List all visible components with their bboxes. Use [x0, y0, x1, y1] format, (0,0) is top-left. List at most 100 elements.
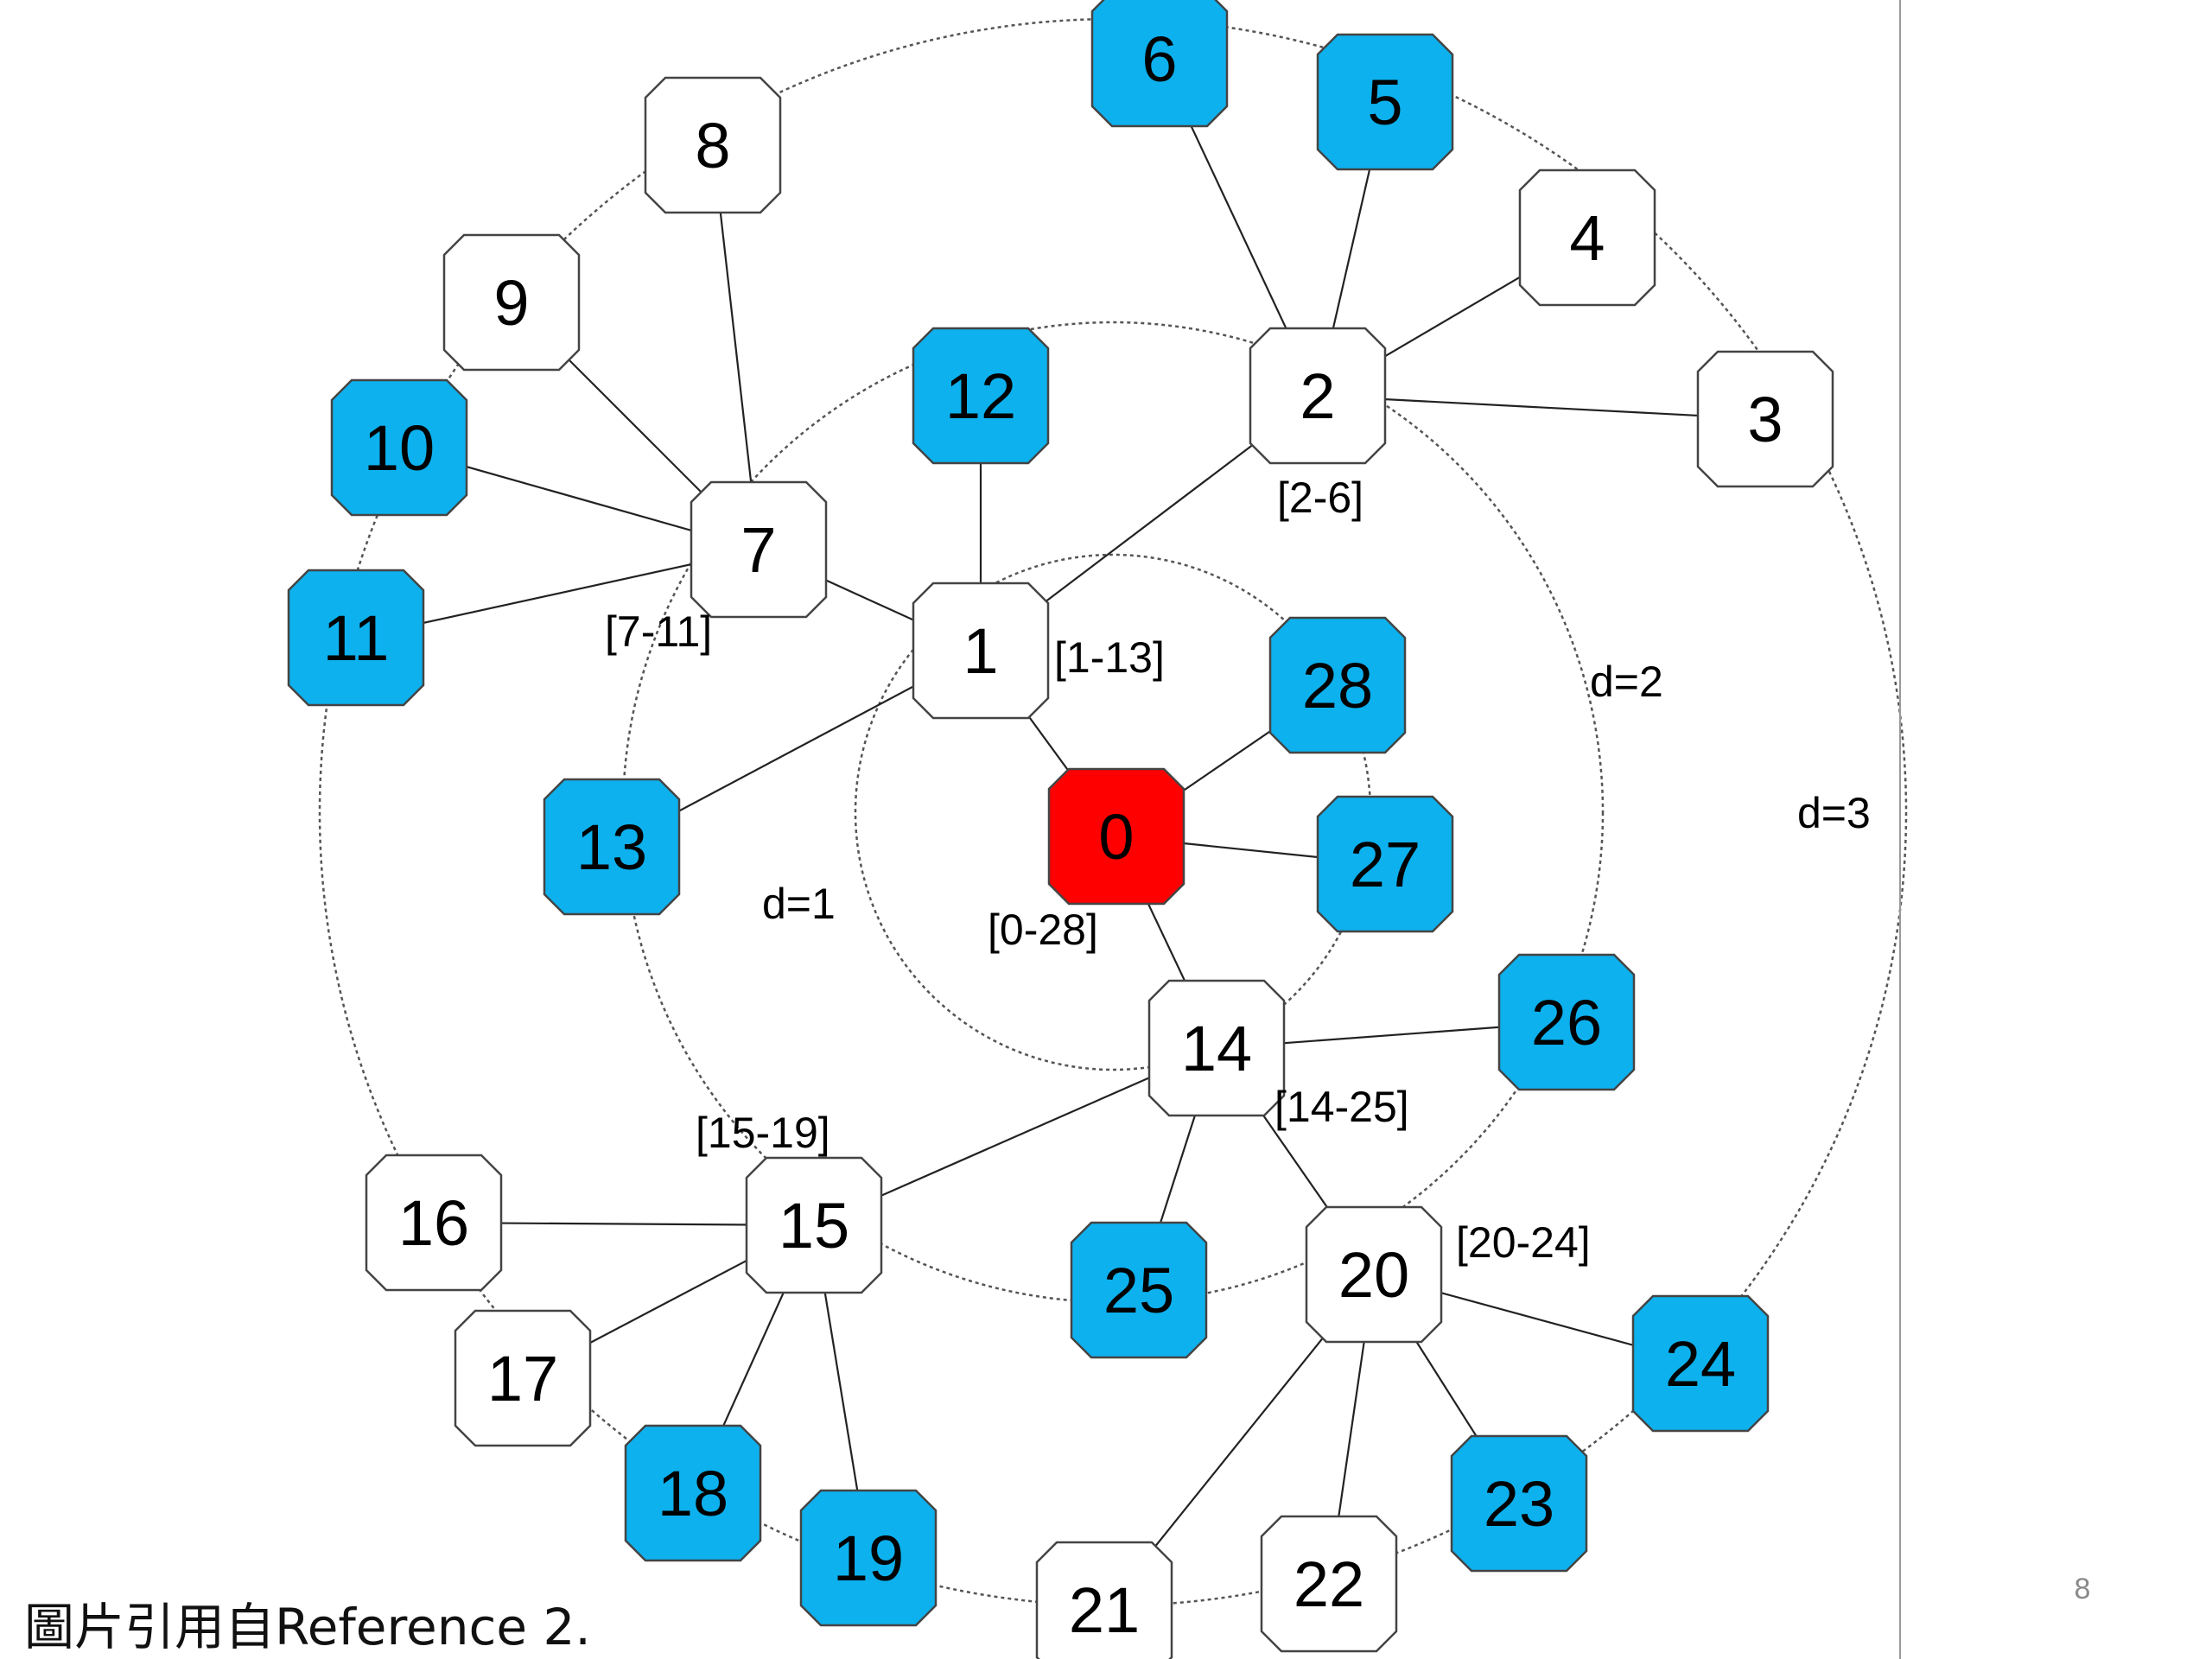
node-label: 6: [1141, 23, 1177, 95]
node-6: 6: [1090, 0, 1229, 128]
node-label: 14: [1181, 1013, 1252, 1084]
edge-2-3: [1317, 394, 1766, 421]
caption: 圖片引用自Reference 2.: [24, 1598, 591, 1656]
node-label: 12: [945, 360, 1016, 432]
node-label: 1: [963, 615, 998, 687]
node-20: 20: [1305, 1205, 1443, 1344]
node-8: 8: [644, 76, 782, 214]
node-14: 14: [1147, 979, 1286, 1117]
range-label-r2: [2-6]: [1277, 474, 1363, 522]
node-0: 0: [1047, 767, 1185, 906]
node-shape: [1305, 1205, 1443, 1344]
node-shape: [1070, 1221, 1208, 1359]
node-2: 2: [1249, 327, 1387, 465]
node-label: 7: [741, 514, 776, 586]
node-24: 24: [1631, 1294, 1770, 1433]
node-5: 5: [1316, 33, 1454, 171]
range-label-r20: [20-24]: [1456, 1218, 1591, 1267]
node-26: 26: [1497, 953, 1636, 1091]
node-shape: [1316, 795, 1454, 933]
node-11: 11: [287, 569, 425, 707]
node-shape: [1497, 953, 1636, 1091]
node-3: 3: [1696, 350, 1834, 488]
node-label: 3: [1747, 384, 1783, 455]
node-23: 23: [1450, 1434, 1588, 1573]
node-shape: [644, 76, 782, 214]
node-shape: [1047, 767, 1185, 906]
node-label: 9: [493, 267, 529, 339]
node-21: 21: [1035, 1541, 1173, 1659]
node-13: 13: [543, 778, 681, 916]
node-label: 23: [1484, 1468, 1554, 1540]
node-shape: [1090, 0, 1229, 128]
node-label: 10: [364, 412, 435, 484]
node-shape: [454, 1309, 592, 1447]
node-label: 15: [779, 1190, 849, 1262]
node-label: 27: [1350, 829, 1421, 900]
node-label: 24: [1665, 1328, 1736, 1400]
page-number: 8: [2074, 1573, 2091, 1605]
node-shape: [624, 1424, 762, 1562]
node-shape: [1147, 979, 1286, 1117]
node-18: 18: [624, 1424, 762, 1562]
node-shape: [330, 378, 468, 517]
ring-label-d2: d=2: [1590, 658, 1663, 706]
node-27: 27: [1316, 795, 1454, 933]
node-label: 19: [833, 1522, 904, 1594]
node-shape: [1316, 33, 1454, 171]
node-label: 21: [1069, 1574, 1140, 1646]
node-shape: [1268, 616, 1407, 754]
node-16: 16: [365, 1154, 503, 1292]
node-shape: [543, 778, 681, 916]
node-shape: [1260, 1515, 1398, 1653]
node-17: 17: [454, 1309, 592, 1447]
node-4: 4: [1518, 168, 1656, 307]
ring-label-d1: d=1: [762, 880, 836, 928]
range-label-r0: [0-28]: [988, 906, 1098, 954]
node-shape: [690, 480, 828, 619]
node-1: 1: [912, 582, 1050, 720]
node-19: 19: [799, 1489, 938, 1627]
node-22: 22: [1260, 1515, 1398, 1653]
node-label: 26: [1531, 987, 1602, 1058]
node-10: 10: [330, 378, 468, 517]
node-label: 22: [1294, 1548, 1364, 1620]
node-shape: [1696, 350, 1834, 488]
node-shape: [365, 1154, 503, 1292]
ring-label-d3: d=3: [1797, 789, 1871, 837]
node-15: 15: [745, 1156, 883, 1294]
node-shape: [1035, 1541, 1173, 1659]
node-label: 5: [1367, 67, 1402, 138]
range-label-r1: [1-13]: [1054, 633, 1165, 682]
node-label: 20: [1338, 1239, 1409, 1311]
node-12: 12: [912, 327, 1050, 465]
node-28: 28: [1268, 616, 1407, 754]
node-25: 25: [1070, 1221, 1208, 1359]
vertical-divider: [1899, 0, 1901, 1659]
node-label: 13: [576, 811, 647, 883]
node-label: 18: [658, 1458, 728, 1529]
node-7: 7: [690, 480, 828, 619]
node-shape: [799, 1489, 938, 1627]
node-shape: [745, 1156, 883, 1294]
node-label: 16: [398, 1187, 469, 1259]
node-shape: [1518, 168, 1656, 307]
node-label: 17: [487, 1343, 558, 1414]
range-label-r14: [14-25]: [1274, 1083, 1409, 1131]
node-shape: [912, 327, 1050, 465]
node-shape: [1249, 327, 1387, 465]
range-label-r15: [15-19]: [696, 1109, 830, 1157]
node-shape: [912, 582, 1050, 720]
node-shape: [1450, 1434, 1588, 1573]
node-label: 4: [1569, 202, 1605, 274]
annotations: [0-28][1-13][2-6][7-11][14-25][15-19][20…: [605, 474, 1871, 1267]
node-9: 9: [442, 233, 581, 372]
node-label: 8: [695, 110, 730, 181]
node-label: 11: [323, 602, 390, 674]
node-label: 25: [1103, 1255, 1174, 1326]
node-shape: [1631, 1294, 1770, 1433]
node-shape: [287, 569, 425, 707]
